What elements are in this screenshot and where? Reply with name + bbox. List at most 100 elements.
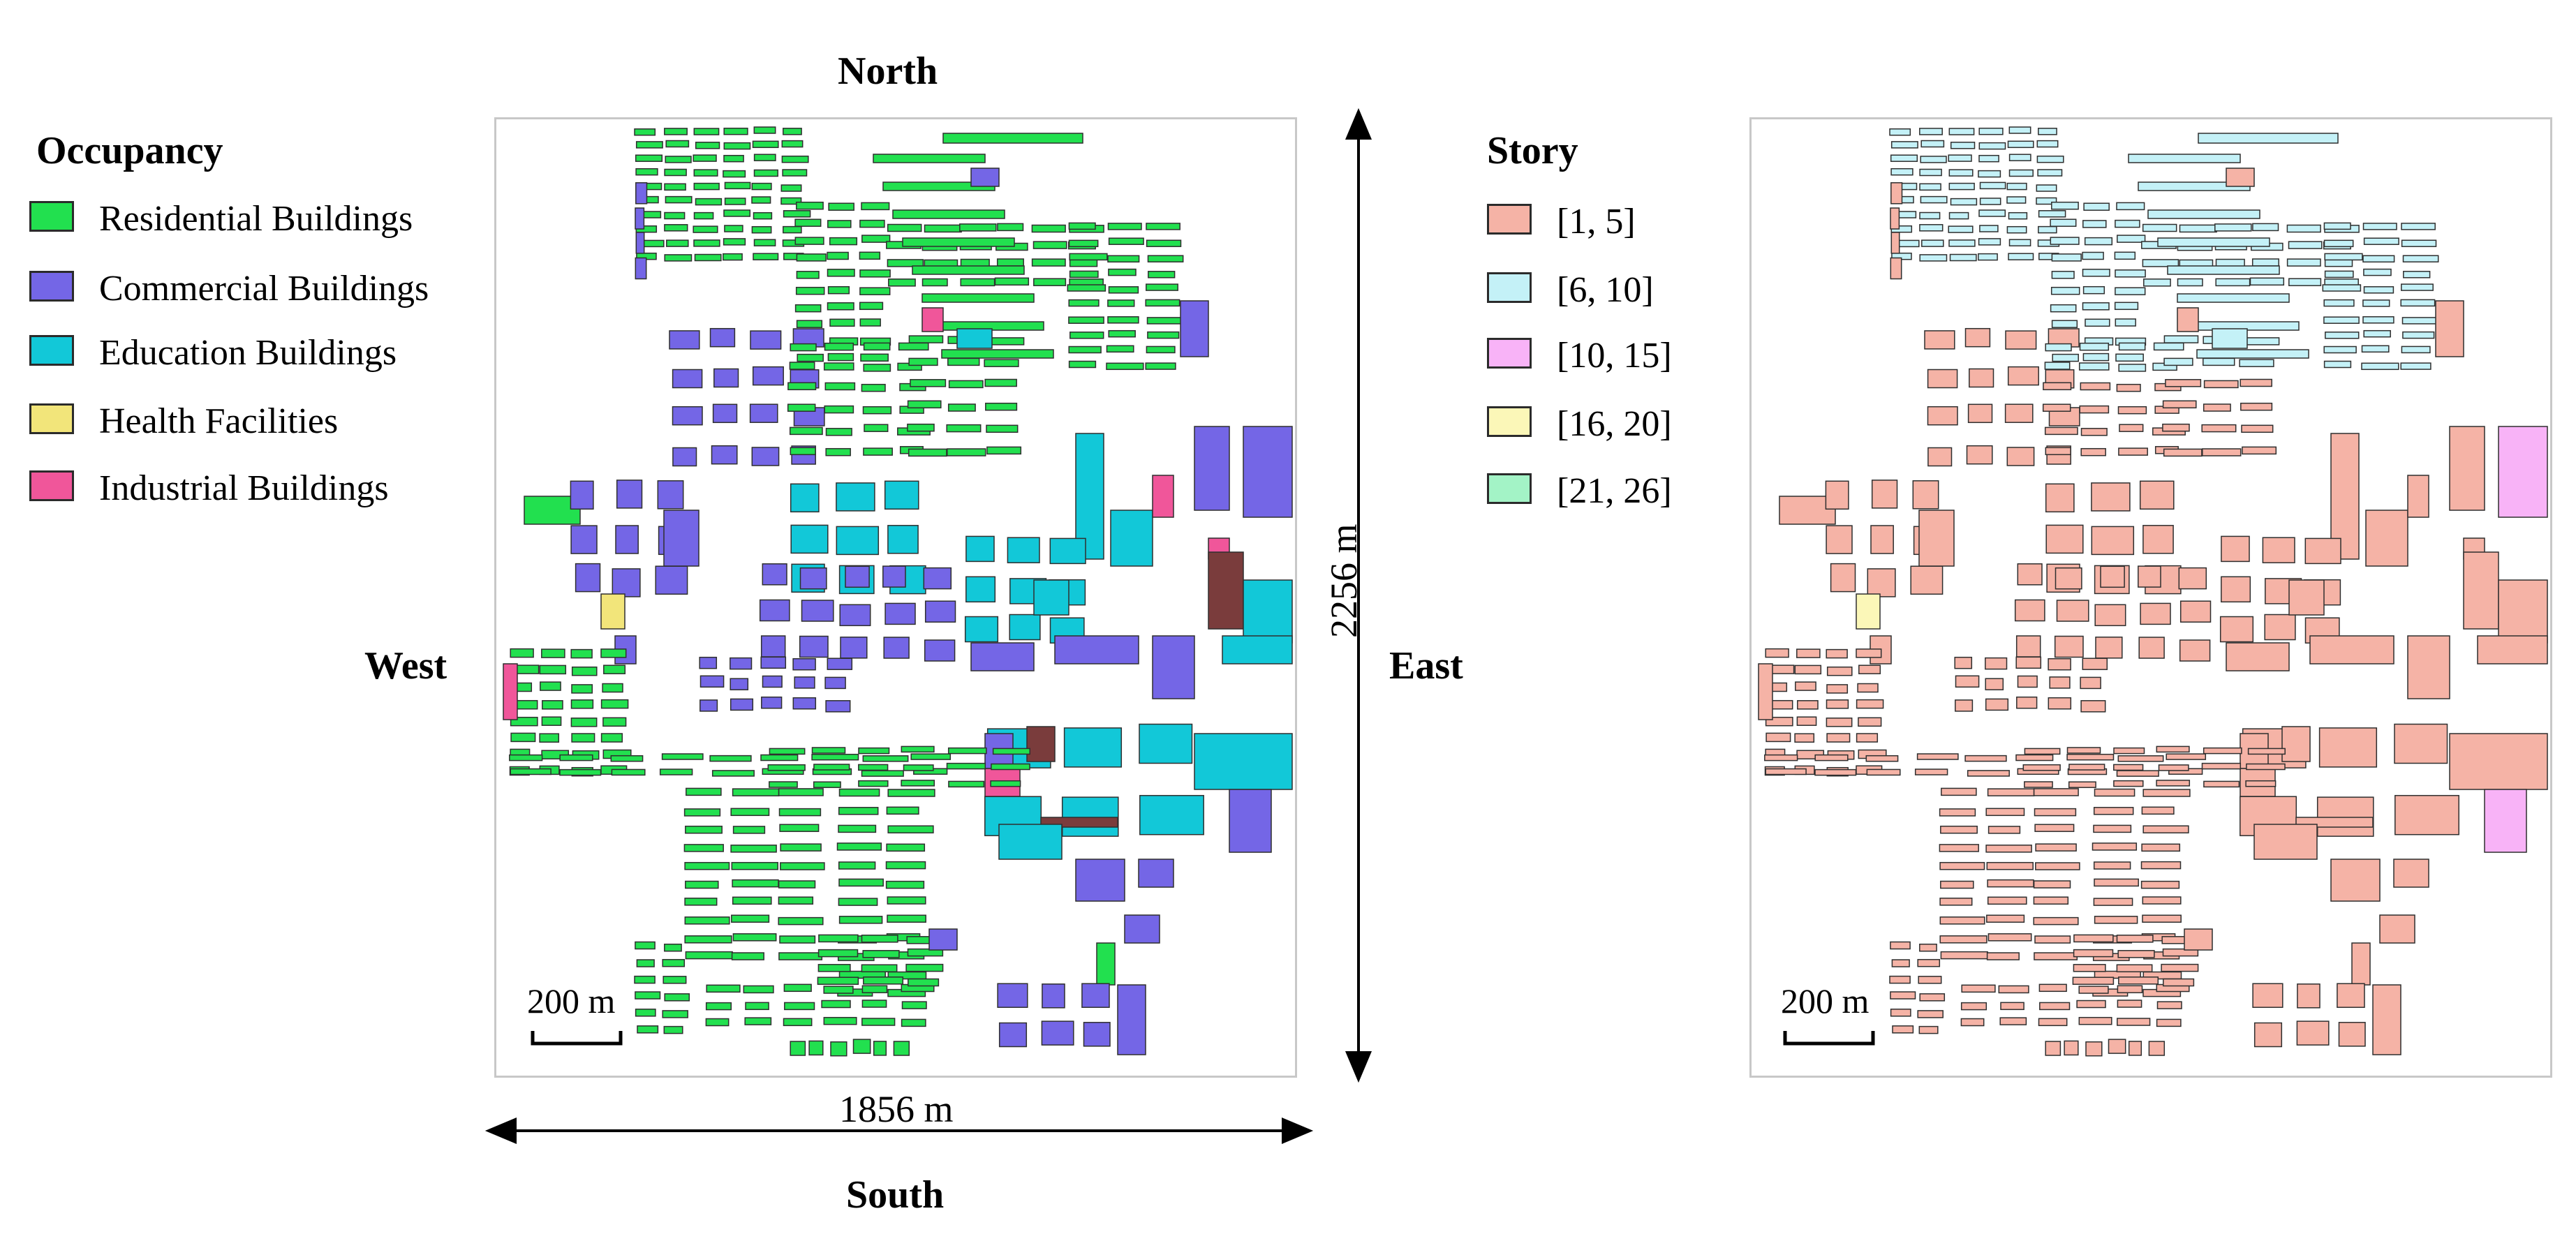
health-swatch — [29, 403, 74, 434]
building-footprint — [1049, 537, 1086, 565]
legend-label: Residential Buildings — [99, 199, 413, 239]
building-footprint — [2079, 405, 2110, 414]
building-footprint — [2401, 346, 2431, 354]
building-footprint — [2082, 220, 2107, 228]
building-footprint — [1146, 346, 1176, 354]
building-footprint — [664, 211, 686, 220]
building-footprint — [2156, 780, 2191, 787]
building-footprint — [760, 656, 787, 669]
building-footprint — [998, 1022, 1028, 1048]
building-footprint — [683, 844, 724, 852]
building-footprint — [845, 565, 870, 588]
building-footprint — [664, 943, 682, 952]
building-footprint — [541, 648, 565, 658]
building-footprint — [859, 287, 891, 295]
building-footprint — [2045, 343, 2072, 352]
building-footprint — [2196, 349, 2309, 359]
building-footprint — [2241, 424, 2274, 433]
building-footprint — [2034, 808, 2077, 817]
building-footprint — [2286, 258, 2321, 267]
building-footprint — [663, 510, 699, 567]
building-footprint — [824, 382, 856, 391]
building-footprint — [986, 337, 1025, 346]
building-footprint — [2052, 353, 2079, 362]
building-footprint — [693, 169, 718, 177]
building-footprint — [1986, 861, 2034, 870]
building-footprint — [570, 480, 594, 510]
building-footprint — [2036, 140, 2059, 148]
building-footprint — [2143, 279, 2171, 287]
building-footprint — [723, 127, 748, 135]
building-footprint — [2219, 616, 2254, 643]
building-footprint — [693, 211, 714, 220]
building-footprint — [732, 933, 777, 942]
building-footprint — [753, 211, 773, 220]
building-footprint — [1117, 984, 1146, 1055]
building-footprint — [1920, 195, 1948, 204]
building-footprint — [2064, 1040, 2079, 1056]
building-footprint — [2091, 526, 2135, 556]
building-footprint — [779, 935, 816, 944]
building-footprint — [1139, 794, 1204, 836]
building-footprint — [1180, 300, 1209, 357]
building-footprint — [2054, 635, 2084, 658]
building-footprint — [1794, 664, 1822, 675]
building-footprint — [705, 1018, 730, 1027]
building-footprint — [782, 169, 808, 177]
building-footprint — [1068, 222, 1096, 230]
building-footprint — [751, 182, 772, 191]
building-footprint — [2093, 807, 2134, 815]
building-footprint — [2178, 567, 2207, 590]
building-footprint — [1068, 316, 1104, 324]
building-footprint — [2407, 635, 2450, 699]
building-footprint — [2286, 224, 2321, 233]
story-16-20-swatch — [1487, 406, 1532, 437]
building-footprint — [2148, 1041, 2166, 1056]
building-footprint — [1939, 935, 1987, 944]
building-footprint — [2249, 277, 2285, 286]
building-footprint — [811, 753, 859, 761]
building-footprint — [2323, 222, 2351, 230]
building-footprint — [2094, 916, 2138, 924]
building-footprint — [2140, 602, 2171, 625]
building-footprint — [902, 237, 1015, 247]
building-footprint — [2048, 658, 2071, 671]
building-footprint — [884, 602, 916, 625]
building-footprint — [659, 768, 693, 775]
building-footprint — [510, 732, 536, 743]
building-footprint — [790, 447, 816, 456]
building-footprint — [2117, 755, 2164, 762]
building-footprint — [838, 824, 877, 833]
building-footprint — [992, 748, 1030, 755]
building-footprint — [2044, 362, 2071, 370]
building-footprint — [1145, 299, 1180, 307]
building-footprint — [947, 357, 980, 366]
building-footprint — [794, 304, 822, 313]
story-legend: [1, 5] [6, 10] [10, 15] [16, 20] [21, 26… — [1487, 204, 1780, 525]
building-footprint — [2080, 447, 2106, 456]
building-footprint — [828, 202, 854, 211]
building-footprint — [901, 745, 935, 753]
building-footprint — [635, 141, 663, 149]
building-footprint — [1106, 345, 1134, 353]
building-footprint — [2253, 1022, 2283, 1048]
building-footprint — [711, 770, 755, 777]
building-footprint — [1987, 788, 2035, 796]
story-6-10-swatch — [1487, 272, 1532, 303]
building-footprint — [2338, 1022, 2366, 1047]
building-footprint — [994, 277, 1030, 286]
building-footprint — [942, 133, 1083, 144]
building-footprint — [1916, 753, 1959, 760]
building-footprint — [778, 808, 822, 817]
building-footprint — [602, 683, 623, 693]
building-footprint — [2337, 983, 2365, 1008]
building-footprint — [859, 302, 884, 311]
building-footprint — [2115, 353, 2144, 362]
legend-label: [6, 10] — [1557, 270, 1654, 310]
building-footprint — [885, 861, 926, 870]
building-footprint — [2363, 286, 2394, 294]
building-footprint — [887, 259, 924, 267]
building-footprint — [1927, 406, 1958, 426]
building-footprint — [2082, 302, 2110, 311]
building-footprint — [1948, 239, 1976, 247]
